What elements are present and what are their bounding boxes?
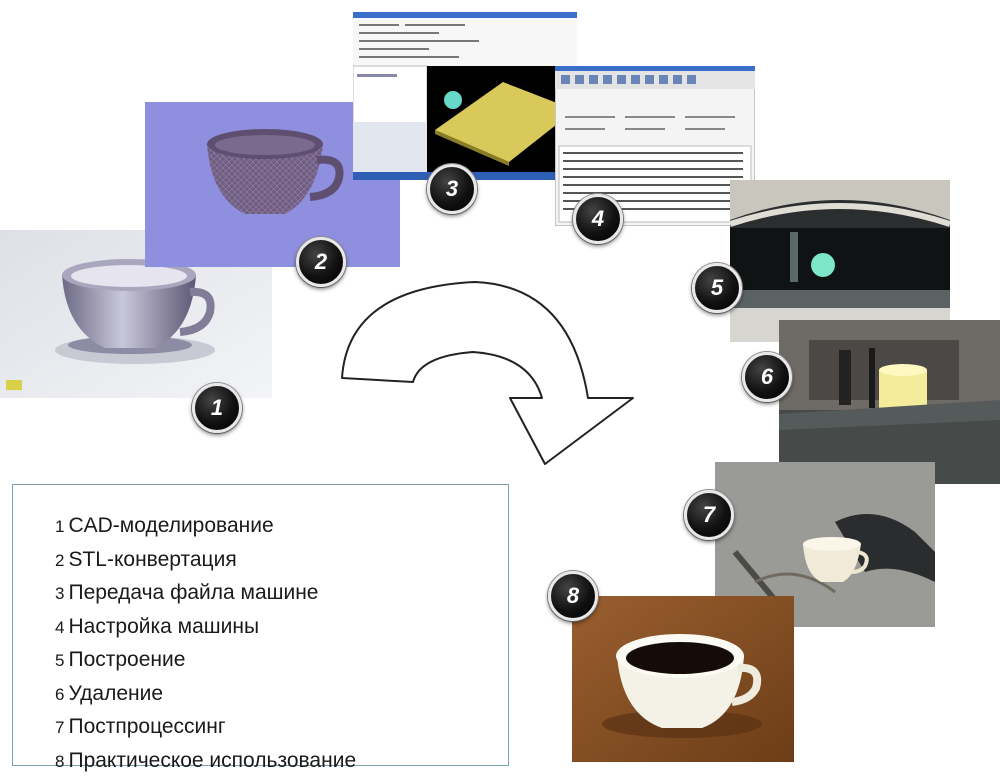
step-badge-5: 5 xyxy=(692,263,742,313)
legend-label: Удаление xyxy=(68,682,163,705)
legend-label: Передача файла машине xyxy=(68,581,318,604)
legend-number: 1 xyxy=(55,517,64,536)
legend-number: 7 xyxy=(55,718,64,737)
removal-photo-panel xyxy=(779,320,1000,484)
legend-number: 5 xyxy=(55,651,64,670)
legend-label: Постпроцессинг xyxy=(68,715,225,738)
legend-number: 2 xyxy=(55,551,64,570)
step-badge-7: 7 xyxy=(684,490,734,540)
legend-number: 3 xyxy=(55,584,64,603)
practical-use-photo-panel xyxy=(572,596,794,762)
legend-label: STL-конвертация xyxy=(68,548,236,571)
file-transfer-software-panel xyxy=(353,12,577,180)
legend-number: 8 xyxy=(55,752,64,771)
legend-label: Построение xyxy=(68,648,185,671)
step-badge-8: 8 xyxy=(548,571,598,621)
legend-number: 6 xyxy=(55,685,64,704)
build-process-photo-panel xyxy=(730,180,950,342)
step-badge-4: 4 xyxy=(573,194,623,244)
step-badge-6: 6 xyxy=(742,352,792,402)
legend-label: Настройка машины xyxy=(68,615,259,638)
legend-label: CAD-моделирование xyxy=(68,514,273,537)
legend-number: 4 xyxy=(55,618,64,637)
cycle-arrow xyxy=(330,260,640,470)
step-badge-3: 3 xyxy=(427,164,477,214)
legend-label: Практическое использование xyxy=(68,749,356,772)
step-badge-1: 1 xyxy=(192,383,242,433)
